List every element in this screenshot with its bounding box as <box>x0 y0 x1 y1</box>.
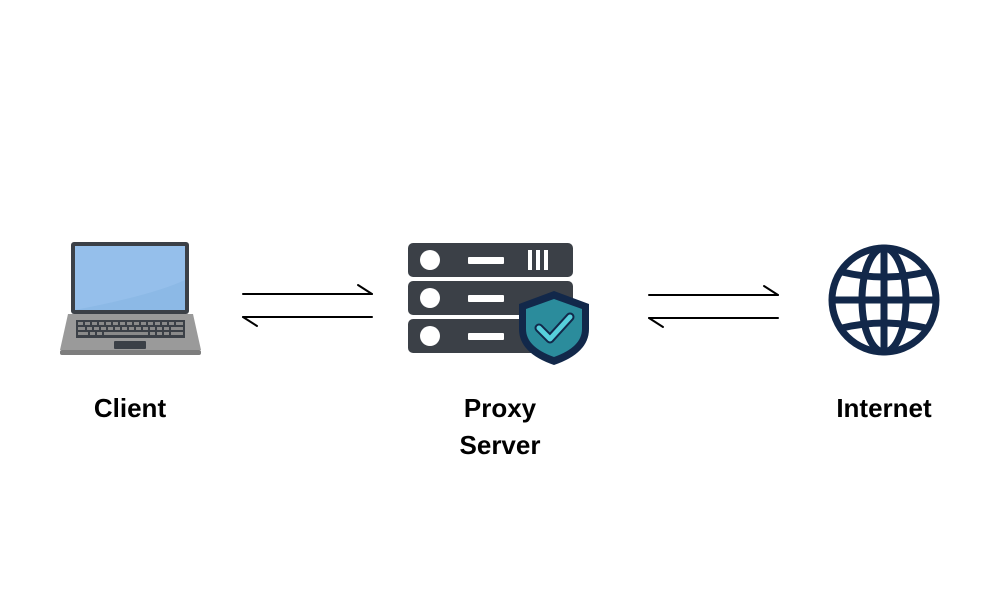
internet-node <box>826 242 942 358</box>
proxy-label-line-1: Proxy <box>463 393 537 423</box>
proxy-label: Proxy Server <box>420 390 580 464</box>
laptop-icon <box>60 242 201 355</box>
server-rack-shield-icon <box>408 243 589 365</box>
client-label: Client <box>60 390 200 427</box>
proxy-internet-arrows <box>646 284 782 330</box>
bidirectional-arrow-icon <box>242 284 373 327</box>
proxy-label-line-2: Server <box>459 430 541 460</box>
internet-label-line: Internet <box>836 393 932 423</box>
shield-check-icon <box>519 291 589 365</box>
bidirectional-arrow-icon <box>648 285 779 328</box>
client-proxy-arrows <box>240 282 376 328</box>
proxy-node <box>405 241 595 369</box>
internet-label: Internet <box>804 390 964 427</box>
globe-icon <box>828 244 940 356</box>
client-label-line: Client <box>93 393 167 423</box>
client-node <box>58 240 203 358</box>
